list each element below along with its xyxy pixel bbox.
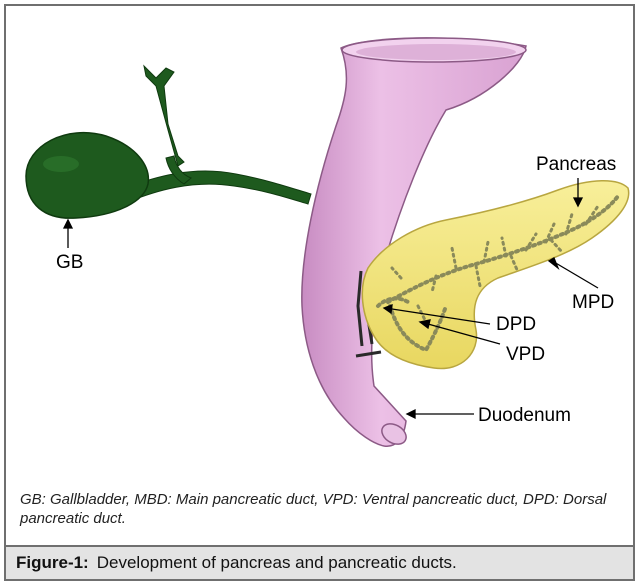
figure-caption: Figure-1: Development of pancreas and pan… [6, 545, 633, 579]
label-dpd: DPD [496, 314, 536, 335]
figure-frame: Pancreas GB MPD DPD VPD Duodenum GB: Gal… [4, 4, 635, 581]
label-gb: GB [56, 252, 83, 273]
label-pancreas: Pancreas [536, 154, 616, 175]
anatomy-illustration: Pancreas GB MPD DPD VPD Duodenum [6, 6, 637, 486]
label-vpd: VPD [506, 344, 545, 365]
gallbladder [26, 133, 148, 219]
label-duodenum: Duodenum [478, 405, 571, 426]
label-mpd: MPD [572, 292, 614, 313]
caption-text: Development of pancreas and pancreatic d… [97, 553, 457, 572]
caption-label: Figure-1: [16, 553, 89, 572]
abbreviation-note: GB: Gallbladder, MBD: Main pancreatic du… [20, 490, 620, 528]
